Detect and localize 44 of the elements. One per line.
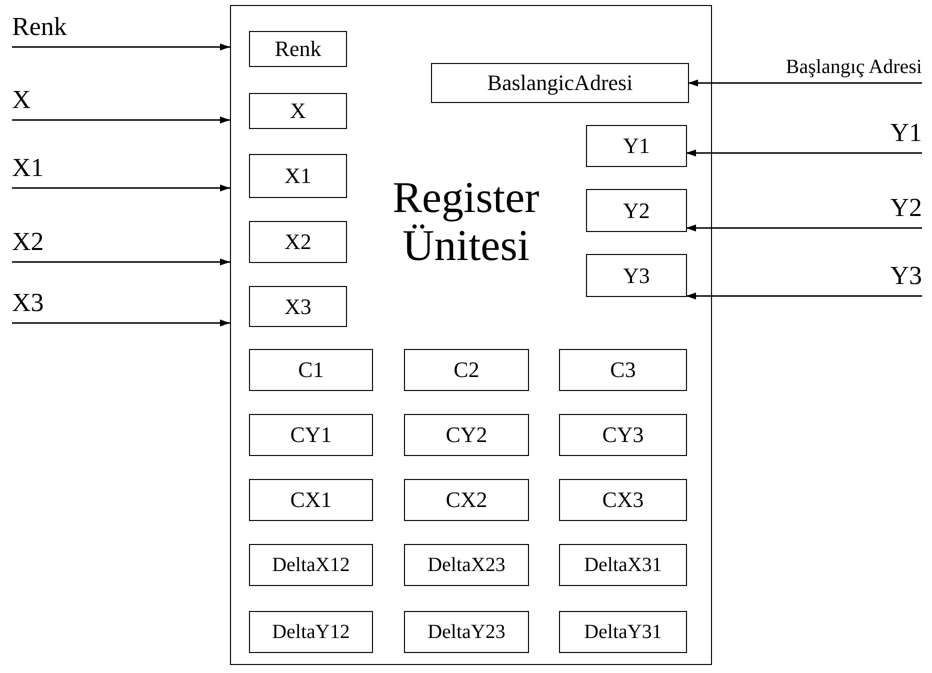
register-box: CX3	[559, 479, 687, 521]
register-box: C1	[249, 349, 373, 391]
register-box: DeltaY31	[559, 611, 687, 653]
arrow	[686, 292, 922, 300]
register-box: BaslangicAdresi	[431, 63, 689, 103]
register-box: Y3	[586, 254, 687, 297]
signal-label: X1	[12, 154, 44, 182]
register-box: Y1	[586, 125, 687, 167]
arrow	[12, 44, 230, 50]
unit-title: Register Ünitesi	[392, 174, 540, 270]
register-box: CY3	[559, 414, 687, 456]
register-box: CX2	[404, 479, 529, 521]
register-unit-box	[230, 5, 712, 665]
register-box: DeltaX23	[404, 544, 529, 586]
register-box: X3	[249, 286, 347, 327]
register-box: Y2	[586, 189, 687, 232]
arrow	[12, 184, 230, 192]
register-box: Renk	[249, 31, 347, 67]
signal-label: X2	[12, 228, 44, 256]
signal-label: Renk	[12, 13, 67, 41]
signal-label: Y3	[890, 262, 922, 290]
register-box: CY1	[249, 414, 373, 456]
register-box: X	[249, 93, 347, 129]
arrow	[12, 116, 230, 124]
arrow	[12, 258, 230, 266]
register-box: C2	[404, 349, 529, 391]
signal-label: Başlangıç Adresi	[786, 55, 922, 80]
signal-label: X	[12, 86, 31, 114]
arrow	[12, 320, 230, 326]
signal-label: Y1	[890, 119, 922, 147]
arrow	[686, 150, 922, 156]
arrow	[688, 80, 922, 86]
register-box: X1	[249, 154, 347, 198]
register-box: X2	[249, 221, 347, 263]
register-box: DeltaX31	[559, 544, 687, 586]
signal-label: Y2	[890, 194, 922, 222]
register-box: DeltaY23	[404, 611, 529, 653]
register-box: DeltaY12	[249, 611, 373, 653]
signal-label: X3	[12, 289, 44, 317]
register-box: C3	[559, 349, 687, 391]
register-box: CX1	[249, 479, 373, 521]
register-box: DeltaX12	[249, 544, 373, 586]
register-box: CY2	[404, 414, 529, 456]
arrow	[686, 224, 922, 232]
